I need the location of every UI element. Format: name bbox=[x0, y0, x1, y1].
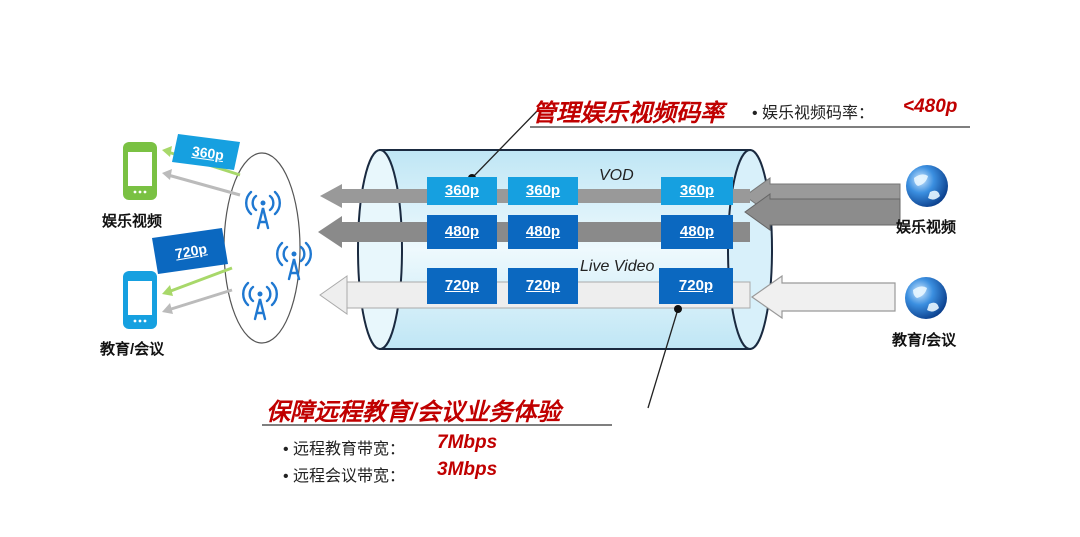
chip-480p: 480p bbox=[661, 215, 733, 249]
vod-out-arrow-360 bbox=[320, 184, 342, 208]
bottom-bullet-1-label: 远程教育带宽： bbox=[293, 441, 406, 458]
phone-green-icon bbox=[123, 142, 157, 200]
chip-360p: 360p bbox=[508, 177, 578, 205]
chip-720p: 720p bbox=[508, 268, 578, 304]
link-arrow-green-2 bbox=[167, 266, 233, 294]
headline-top-bullet-text: 娱乐视频码率： bbox=[762, 105, 875, 122]
link-arrow-gray bbox=[167, 173, 241, 197]
bottom-callout-line bbox=[647, 308, 679, 409]
chip-720p: 720p bbox=[659, 268, 733, 304]
vod-arrow-480 bbox=[744, 193, 901, 231]
vod-label: VOD bbox=[599, 167, 634, 184]
antenna-icon bbox=[276, 241, 312, 281]
bottom-bullet-1: • 远程教育带宽： bbox=[283, 435, 405, 459]
bullet-dot: • bbox=[283, 468, 294, 485]
antenna-icon bbox=[245, 190, 281, 230]
bottom-bullet-2-value: 3Mbps bbox=[437, 459, 498, 480]
bottom-bullet-1-value: 7Mbps bbox=[437, 432, 498, 453]
chip-480p: 480p bbox=[508, 215, 578, 249]
live-out-arrow-720 bbox=[319, 275, 348, 315]
device-label-entertainment: 娱乐视频 bbox=[102, 213, 163, 230]
top-callout-line bbox=[471, 107, 541, 179]
device-label-education: 教育/会议 bbox=[100, 341, 165, 358]
base-station-ellipse bbox=[223, 152, 301, 344]
phone-blue-icon bbox=[123, 271, 157, 329]
bullet-dot: • bbox=[283, 441, 294, 458]
bullet-dot: • bbox=[752, 105, 763, 122]
source-label-education: 教育/会议 bbox=[892, 332, 957, 349]
link-arrow-gray-2 bbox=[167, 288, 233, 312]
headline-top-bullet: • 娱乐视频码率： bbox=[752, 99, 874, 123]
chip-360p: 360p bbox=[661, 177, 733, 205]
bottom-callout-dot bbox=[674, 305, 682, 313]
bottom-bullet-2: • 远程会议带宽： bbox=[283, 462, 405, 486]
source-label-entertainment: 娱乐视频 bbox=[896, 219, 957, 236]
globe-icon bbox=[906, 165, 948, 207]
headline-top-value: <480p bbox=[903, 96, 958, 117]
headline-top-title: 管理娱乐视频码率 bbox=[532, 100, 724, 127]
chip-360p: 360p bbox=[427, 177, 497, 205]
globe-icon bbox=[905, 277, 947, 319]
bottom-bullet-2-label: 远程会议带宽： bbox=[293, 468, 406, 485]
vod-out-arrow-480 bbox=[318, 216, 342, 248]
chip-720p: 720p bbox=[427, 268, 497, 304]
tag-360-shape bbox=[172, 134, 240, 170]
tag-720-shape bbox=[152, 228, 228, 274]
chip-480p: 480p bbox=[427, 215, 497, 249]
live-video-label: Live Video bbox=[580, 258, 655, 275]
live-arrow-720 bbox=[750, 274, 896, 320]
antenna-icon bbox=[242, 281, 278, 321]
headline-bottom-title: 保障远程教育/会议业务体验 bbox=[266, 399, 561, 426]
